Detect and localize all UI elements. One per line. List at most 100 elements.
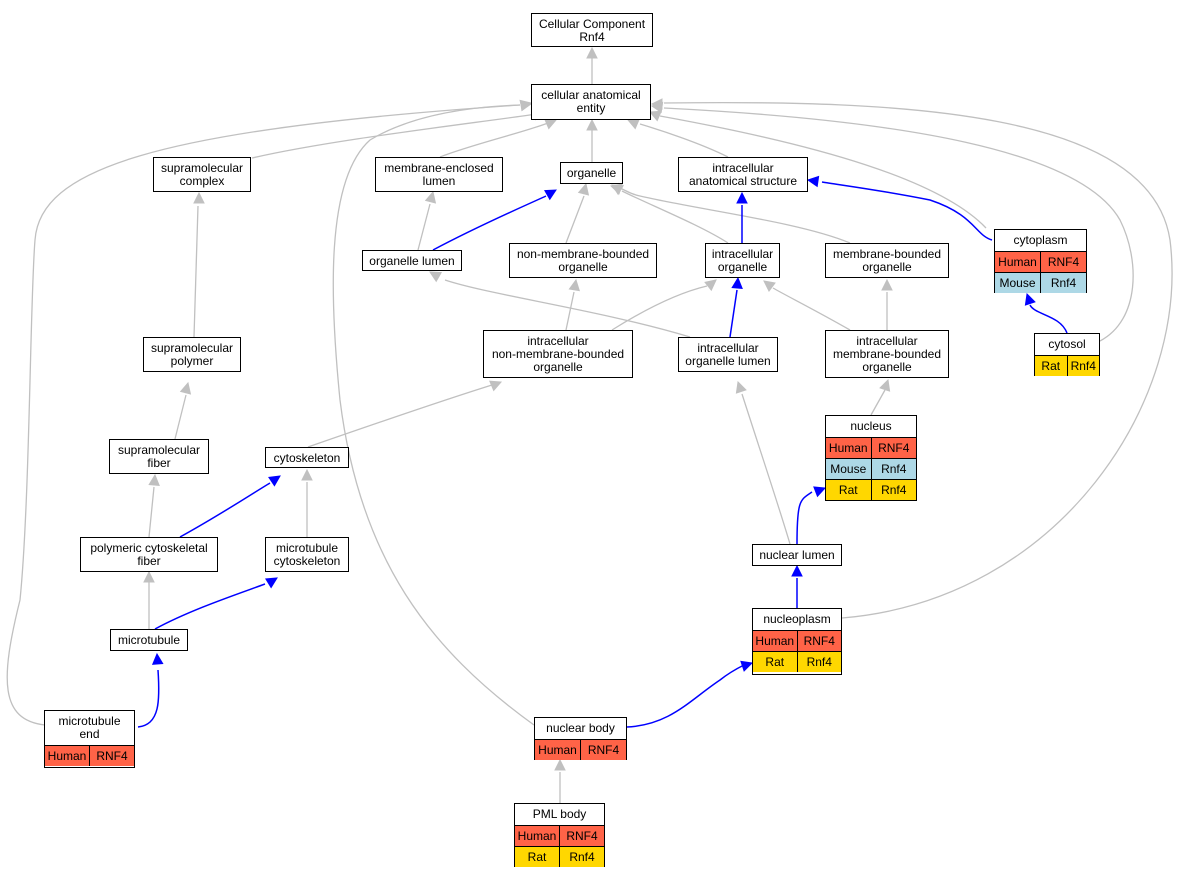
node-label: non-membrane-bounded organelle xyxy=(516,247,650,274)
part-of-edge xyxy=(1029,304,1068,334)
node-mtcyto[interactable]: microtubule cytoskeleton xyxy=(265,537,349,572)
node-pcf[interactable]: polymeric cytoskeletal fiber xyxy=(80,537,218,572)
species-name: Human xyxy=(517,828,557,843)
arrow-head xyxy=(626,118,640,130)
node-organelle[interactable]: organelle xyxy=(560,162,623,184)
arrow-head xyxy=(648,110,662,122)
is-a-edge xyxy=(193,205,199,338)
species-name: Human xyxy=(538,742,577,757)
gene-symbol: RNF4 xyxy=(1040,252,1086,272)
node-inmbo[interactable]: intracellular non-membrane-bounded organ… xyxy=(483,330,633,378)
node-label: Cellular Component Rnf4 xyxy=(538,17,646,44)
arrow-head xyxy=(301,468,313,481)
species-name: Human xyxy=(47,748,87,763)
node-label: microtubule xyxy=(117,633,181,647)
species-name: Mouse xyxy=(830,461,867,476)
node-label: cellular anatomical entity xyxy=(541,88,641,115)
arrow-head xyxy=(813,486,827,498)
node-mel[interactable]: membrane-enclosed lumen xyxy=(375,157,503,192)
node-iol[interactable]: intracellular organelle lumen xyxy=(678,337,778,372)
arrow-head xyxy=(577,182,590,196)
gene-symbol: Rnf4 xyxy=(559,847,604,867)
node-orglumen[interactable]: organelle lumen xyxy=(362,250,462,271)
node-supfiber[interactable]: supramolecular fiber xyxy=(109,439,209,474)
node-intorg[interactable]: intracellular organelle xyxy=(705,243,780,278)
node-label: cytoskeleton xyxy=(273,451,341,465)
species-row: Rat Rnf4 xyxy=(515,846,604,867)
node-cytoskeleton[interactable]: cytoskeleton xyxy=(265,447,349,468)
arrow-head xyxy=(791,564,803,577)
arrow-head xyxy=(193,191,205,204)
arrow-head xyxy=(881,278,893,291)
part-of-edge xyxy=(179,482,271,538)
is-a-edge xyxy=(619,187,851,244)
arrow-head xyxy=(429,271,442,283)
is-a-edge xyxy=(611,285,708,331)
gene-symbol: Rnf4 xyxy=(796,652,842,672)
is-a-edge xyxy=(148,486,155,538)
arrow-head xyxy=(143,570,155,583)
node-ias[interactable]: intracellular anatomical structure xyxy=(678,157,808,192)
node-supcomplex[interactable]: supramolecular complex xyxy=(153,157,251,192)
is-a-edge xyxy=(332,104,535,726)
node-cae[interactable]: cellular anatomical entity xyxy=(531,84,651,120)
node-label: organelle xyxy=(566,166,617,180)
node-nuclumen[interactable]: nuclear lumen xyxy=(752,544,842,566)
node-label: supramolecular fiber xyxy=(117,443,201,470)
gene-symbol: RNF4 xyxy=(580,740,626,760)
node-label: intracellular organelle lumen xyxy=(685,341,771,368)
arrow-head xyxy=(424,190,437,204)
is-a-edge xyxy=(417,203,431,251)
species-name: Human xyxy=(828,440,868,455)
arrow-head xyxy=(544,189,557,201)
node-label: membrane-bounded organelle xyxy=(832,247,942,274)
node-label: polymeric cytoskeletal fiber xyxy=(90,541,208,568)
node-nmbo[interactable]: non-membrane-bounded organelle xyxy=(509,243,657,278)
node-label: microtubule end xyxy=(58,714,121,741)
arrow-head xyxy=(586,46,598,59)
node-label: microtubule cytoskeleton xyxy=(273,541,341,568)
node-suppoly[interactable]: supramolecular polymer xyxy=(143,337,241,372)
species-name: Rat xyxy=(1041,358,1061,373)
node-root[interactable]: Cellular Component Rnf4 xyxy=(531,13,653,47)
gene-symbol: Rnf4 xyxy=(870,459,917,479)
arrow-head xyxy=(609,183,623,195)
gene-symbol: Rnf4 xyxy=(1040,273,1086,293)
part-of-edge xyxy=(137,669,160,728)
node-mbo[interactable]: membrane-bounded organelle xyxy=(825,243,949,278)
gene-symbol: Rnf4 xyxy=(1066,356,1100,376)
gene-symbol: RNF4 xyxy=(89,746,134,766)
species-name: Mouse xyxy=(999,275,1036,290)
species-name: Rat xyxy=(527,849,547,864)
node-label: cytosol xyxy=(1048,337,1086,351)
arrow-head xyxy=(148,473,160,486)
node-label: nucleus xyxy=(850,419,892,433)
node-label: nucleoplasm xyxy=(763,612,831,626)
is-a-edge xyxy=(663,101,1173,619)
arrow-head xyxy=(265,577,278,589)
node-imbo[interactable]: intracellular membrane-bounded organelle xyxy=(825,330,949,378)
node-label: intracellular membrane-bounded organelle xyxy=(832,334,942,374)
is-a-edge xyxy=(663,107,1134,342)
arrow-head xyxy=(179,381,192,395)
node-microtubule[interactable]: microtubule xyxy=(110,629,188,651)
is-a-edge xyxy=(621,190,729,244)
arrow-head xyxy=(704,279,717,292)
is-a-edge xyxy=(870,389,886,416)
gene-symbol: RNF4 xyxy=(870,438,917,458)
is-a-edge xyxy=(444,279,691,338)
is-a-edge xyxy=(741,393,791,545)
